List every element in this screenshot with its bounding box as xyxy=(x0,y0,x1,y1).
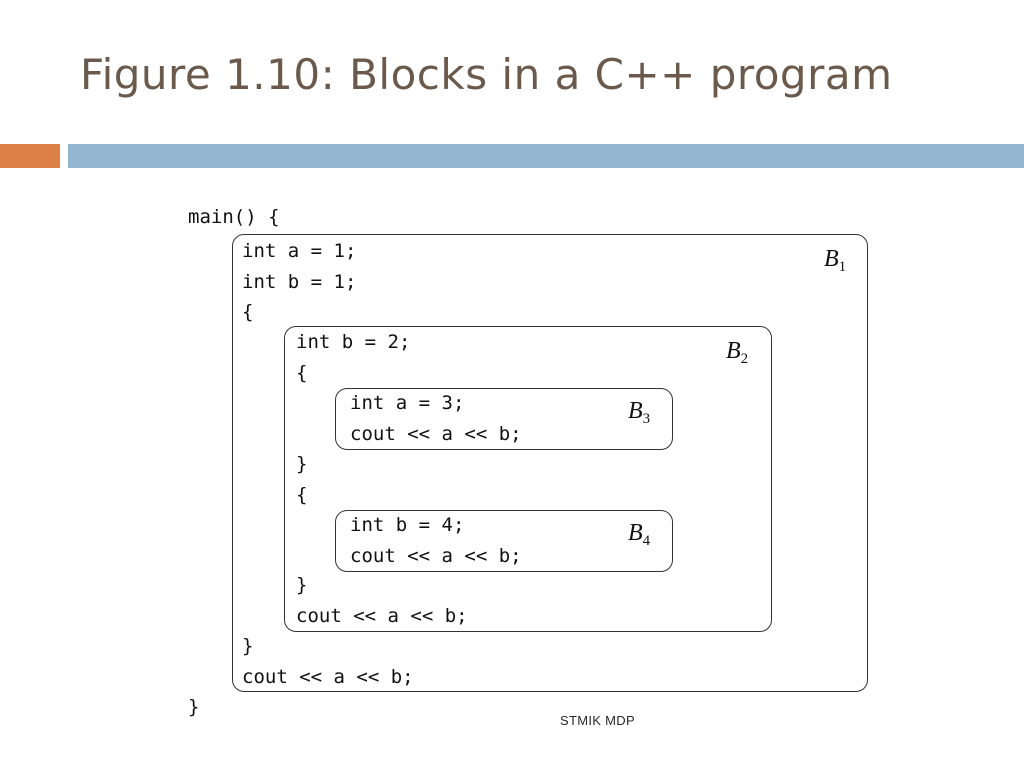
block-b2-frame xyxy=(284,326,772,632)
block-b4-frame xyxy=(335,510,673,572)
code-line: { xyxy=(296,361,308,384)
block-b1-lines-before: int a = 1; int b = 1; { xyxy=(242,236,356,328)
block-b3-frame xyxy=(335,388,673,450)
code-line: cout << a << b; xyxy=(296,604,468,627)
code-line: cout << a << b; xyxy=(350,422,522,445)
code-line-main-open: main() { xyxy=(188,206,280,228)
slide-footer: STMIK MDP xyxy=(560,713,635,728)
title-accent-bar xyxy=(0,144,60,168)
block-b2-lines-middle: }{ xyxy=(296,449,307,510)
block-b1-lines-after: } cout << a << b; xyxy=(242,631,414,692)
code-line: { xyxy=(242,301,254,323)
code-line: } xyxy=(296,574,308,596)
code-line: cout << a << b; xyxy=(350,544,522,567)
block-b1-label: B1 xyxy=(824,246,847,275)
code-line-main-close: } xyxy=(188,696,200,718)
block-b3-label: B3 xyxy=(628,398,651,427)
block-b1-frame xyxy=(232,234,868,692)
code-line: int b = 4; xyxy=(350,514,465,536)
block-b2-lines-last: } cout << a << b; xyxy=(296,570,468,631)
code-line: cout << a << b; xyxy=(242,665,414,688)
code-line: int a = 1; xyxy=(242,240,357,262)
code-line: } xyxy=(296,453,308,475)
slide-title: Figure 1.10: Blocks in a C++ program xyxy=(80,50,893,99)
block-b3-lines: int a = 3; cout << a << b; xyxy=(350,388,522,449)
block-b2-label: B2 xyxy=(726,338,749,367)
code-line: int a = 3; xyxy=(350,392,465,414)
block-b4-label: B4 xyxy=(628,520,651,549)
code-line: { xyxy=(296,483,308,506)
code-line: int b = 2; xyxy=(296,331,411,353)
block-b2-lines-first: int b = 2; { xyxy=(296,327,410,388)
block-b4-lines: int b = 4; cout << a << b; xyxy=(350,510,522,571)
code-line: } xyxy=(242,635,254,657)
code-line: int b = 1; xyxy=(242,270,357,293)
title-divider-bar xyxy=(68,144,1024,168)
